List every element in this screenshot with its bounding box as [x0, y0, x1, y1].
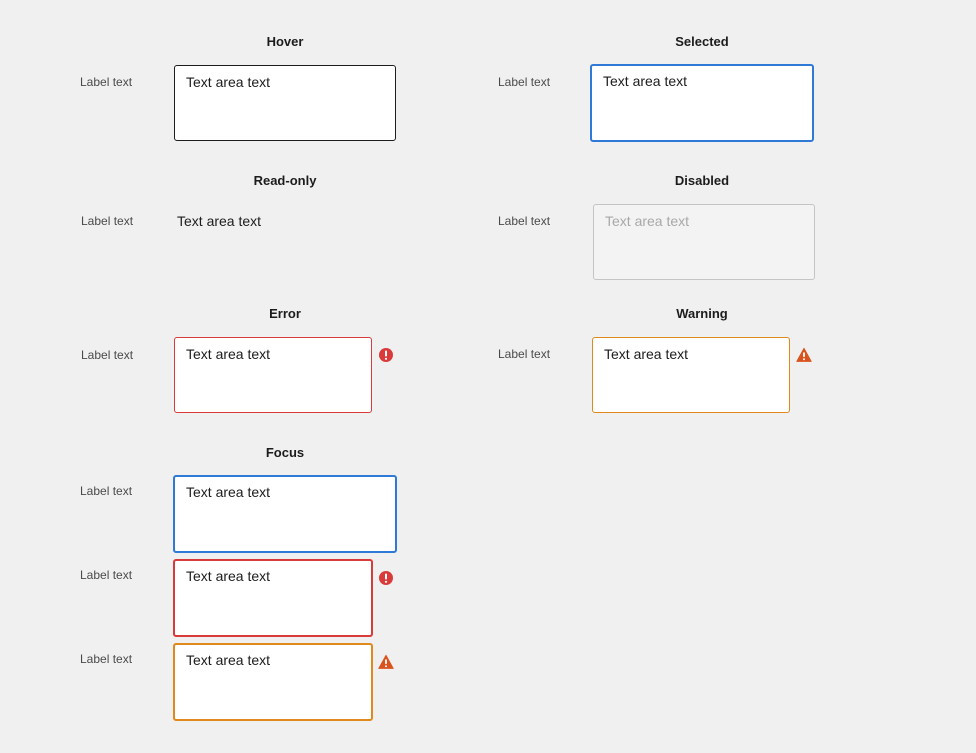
warning-triangle-icon	[796, 347, 812, 362]
error-circle-icon	[379, 571, 393, 585]
heading-error: Error	[269, 306, 301, 321]
textarea-error[interactable]: Text area text	[174, 337, 372, 413]
label-selected: Label text	[498, 75, 551, 89]
textarea-disabled: Text area text	[593, 204, 815, 280]
textarea-selected[interactable]: Text area text	[590, 64, 814, 142]
label-focus-default: Label text	[80, 484, 133, 498]
textarea-focus-warning[interactable]: Text area text	[173, 643, 373, 721]
heading-hover: Hover	[266, 34, 304, 49]
heading-readonly: Read-only	[253, 173, 317, 188]
label-focus-error: Label text	[80, 568, 133, 582]
label-disabled: Label text	[498, 214, 551, 228]
heading-selected: Selected	[675, 34, 729, 49]
textarea-hover[interactable]: Text area text	[174, 65, 396, 141]
label-readonly: Label text	[81, 214, 134, 228]
textarea-readonly-value: Text area text	[177, 213, 262, 229]
label-focus-warning: Label text	[80, 652, 133, 666]
heading-focus: Focus	[265, 445, 305, 460]
error-circle-icon	[379, 348, 393, 362]
warning-triangle-icon	[378, 654, 394, 669]
label-warning: Label text	[498, 347, 551, 361]
label-hover: Label text	[80, 75, 133, 89]
heading-disabled: Disabled	[674, 173, 730, 188]
label-error: Label text	[81, 348, 134, 362]
textarea-warning[interactable]: Text area text	[592, 337, 790, 413]
textarea-focus-error[interactable]: Text area text	[173, 559, 373, 637]
heading-warning: Warning	[676, 306, 728, 321]
textarea-focus-default[interactable]: Text area text	[173, 475, 397, 553]
